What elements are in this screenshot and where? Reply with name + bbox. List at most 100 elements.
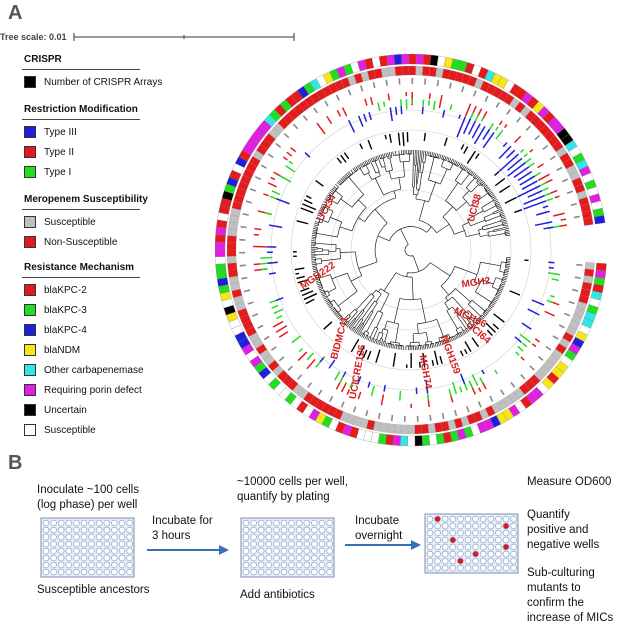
tree-branch <box>426 151 428 156</box>
tree-branch <box>462 330 466 335</box>
legend-title: Resistance Mechanism <box>24 262 135 273</box>
susceptibility-ring-segment <box>427 423 436 434</box>
tree-branch <box>450 158 453 163</box>
tree-branch <box>467 325 470 328</box>
tree-branch <box>439 154 442 159</box>
tree-branch <box>467 304 481 317</box>
guide-ring <box>330 169 492 331</box>
well <box>442 536 449 544</box>
crispr-bar <box>494 177 506 187</box>
tree-branch <box>406 272 408 277</box>
tree-branch <box>456 165 459 167</box>
legend-item: Requiring porin defect <box>24 384 142 396</box>
tree-branch <box>422 154 424 163</box>
tree-branch <box>480 315 484 320</box>
resistance-ring-segment <box>428 434 438 446</box>
well <box>464 522 472 530</box>
rm-bar <box>467 120 477 135</box>
rm-bar <box>275 297 284 302</box>
rm-bar <box>382 101 386 107</box>
tree-branch <box>417 150 421 179</box>
legend-label: Uncertain <box>44 404 87 416</box>
tree-branch <box>341 319 346 323</box>
rm-bar <box>279 174 292 183</box>
well <box>303 540 311 548</box>
well <box>58 568 65 576</box>
rm-bar <box>363 113 368 122</box>
tree-branch <box>416 150 420 176</box>
rm-bar <box>253 233 259 236</box>
tree-branch <box>368 163 370 165</box>
tree-branch <box>499 285 501 287</box>
tree-branch <box>333 186 338 190</box>
tree-branch <box>505 268 510 271</box>
legend-label: Requiring porin defect <box>44 384 142 396</box>
legend-swatch <box>24 166 36 178</box>
well <box>449 557 456 565</box>
leaf-label-mark <box>556 166 563 172</box>
tree-branch <box>454 266 478 276</box>
crispr-bar <box>459 350 464 357</box>
rm-bar <box>297 351 308 362</box>
well <box>449 543 456 551</box>
well <box>510 529 517 537</box>
legend-item: Type II <box>24 146 74 158</box>
rm-bar <box>458 114 461 119</box>
tree-branch <box>504 272 509 274</box>
well <box>258 554 265 562</box>
crispr-bar <box>305 195 312 200</box>
tree-branch <box>468 310 478 320</box>
tree-branch <box>485 215 501 222</box>
leaf-label-mark <box>566 190 573 195</box>
quantify-line2: positive and <box>527 524 589 536</box>
tree-branch <box>493 229 502 233</box>
tree-branch <box>352 327 356 332</box>
tree-branch <box>352 168 356 173</box>
guide-ring <box>310 149 512 351</box>
leaf-label-mark <box>454 409 458 417</box>
tree-branch <box>471 299 486 312</box>
tree-branch <box>398 177 402 190</box>
well <box>495 557 502 565</box>
rm-bar <box>517 170 533 182</box>
tree-branch <box>430 340 433 344</box>
tree-branch <box>331 304 334 306</box>
well <box>326 540 333 548</box>
tree-branch <box>319 221 322 224</box>
well <box>80 540 88 548</box>
tree-branch <box>471 323 475 328</box>
subculture-line4: increase of MICs <box>527 612 614 624</box>
well <box>295 568 303 576</box>
tree-branch <box>450 162 453 164</box>
tree-branch <box>388 170 392 180</box>
tree-branch <box>459 331 462 334</box>
leaf-label-mark <box>424 78 427 85</box>
tree-branch <box>395 344 398 349</box>
well <box>73 526 80 534</box>
resistance-ring-segment <box>415 53 424 65</box>
tree-branch <box>499 261 502 272</box>
tree-branch <box>324 198 329 202</box>
well <box>50 533 57 541</box>
well <box>479 522 487 530</box>
rm-bar <box>449 104 453 111</box>
tree-branch <box>372 338 375 343</box>
susceptibility-ring-segment <box>408 65 416 76</box>
tree-branch <box>488 191 493 195</box>
tree-branch <box>481 184 484 187</box>
rm-bar <box>507 162 526 177</box>
rm-bar <box>341 107 348 117</box>
rm-bar <box>276 198 290 205</box>
tree-branch <box>339 226 353 232</box>
tree-branch <box>354 309 363 320</box>
well <box>280 568 288 576</box>
tree-branch <box>505 229 510 232</box>
tree-branch <box>402 161 405 177</box>
step1-line2: (log phase) per well <box>37 499 138 511</box>
tree-branch <box>498 209 503 213</box>
tree-branch <box>338 315 342 320</box>
tree-branch <box>344 314 349 320</box>
well <box>311 554 318 562</box>
tree-branch <box>463 169 466 172</box>
rm-bar <box>523 153 528 158</box>
